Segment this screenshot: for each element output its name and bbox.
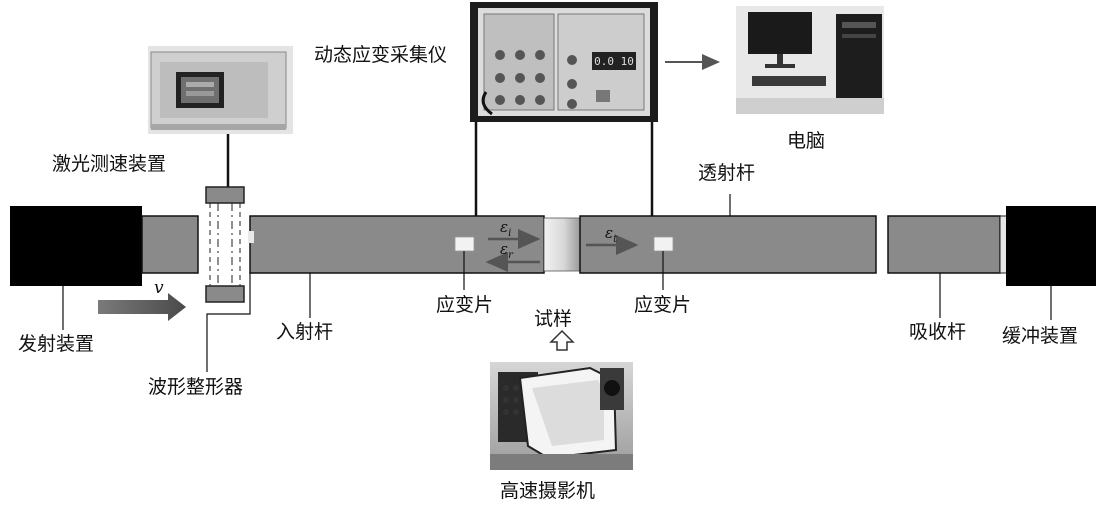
strain-transmitted-symbol: εt — [605, 224, 618, 245]
label-launcher: 发射装置 — [18, 333, 95, 355]
daq-display-readout: 0.0 10 — [594, 55, 634, 68]
daq-photo: 0.0 10 — [470, 2, 658, 122]
label-pulse-shaper: 波形整形器 — [148, 376, 244, 398]
label-strain-gauge-right: 应变片 — [634, 294, 692, 316]
label-buffer: 缓冲装置 — [1002, 325, 1079, 347]
velocity-arrow — [98, 293, 186, 321]
pulse-shaper — [205, 186, 245, 303]
absorber-bar — [887, 215, 1001, 274]
label-laser-velocimeter: 激光测速装置 — [52, 153, 167, 175]
laser-velocimeter-photo — [148, 46, 293, 134]
label-high-speed-camera: 高速摄影机 — [500, 480, 596, 502]
strain-reflected-symbol: εr — [500, 240, 513, 261]
label-transmission-bar: 透射杆 — [698, 162, 756, 184]
buffer-block — [1006, 206, 1096, 286]
shaper-pad — [248, 231, 254, 243]
label-absorber-bar: 吸收杆 — [909, 321, 967, 343]
leader-lines — [62, 194, 1052, 372]
striker-bar — [141, 215, 199, 274]
buffer-pad — [999, 215, 1008, 274]
label-daq: 动态应变采集仪 — [314, 44, 448, 66]
label-incident-bar: 入射杆 — [276, 321, 334, 343]
strain-incident-symbol: εi — [500, 218, 512, 239]
label-computer: 电脑 — [787, 130, 826, 152]
label-specimen: 试样 — [534, 308, 573, 330]
label-strain-gauge-left: 应变片 — [436, 294, 494, 316]
launcher-block — [10, 206, 142, 286]
strain-gauge-transmitted — [653, 236, 674, 252]
camera-arrow — [549, 329, 575, 351]
specimen — [543, 217, 581, 272]
strain-gauge-incident — [454, 236, 475, 252]
computer-photo — [736, 6, 884, 114]
velocity-symbol: v — [154, 278, 164, 298]
high-speed-camera-photo — [490, 362, 633, 470]
